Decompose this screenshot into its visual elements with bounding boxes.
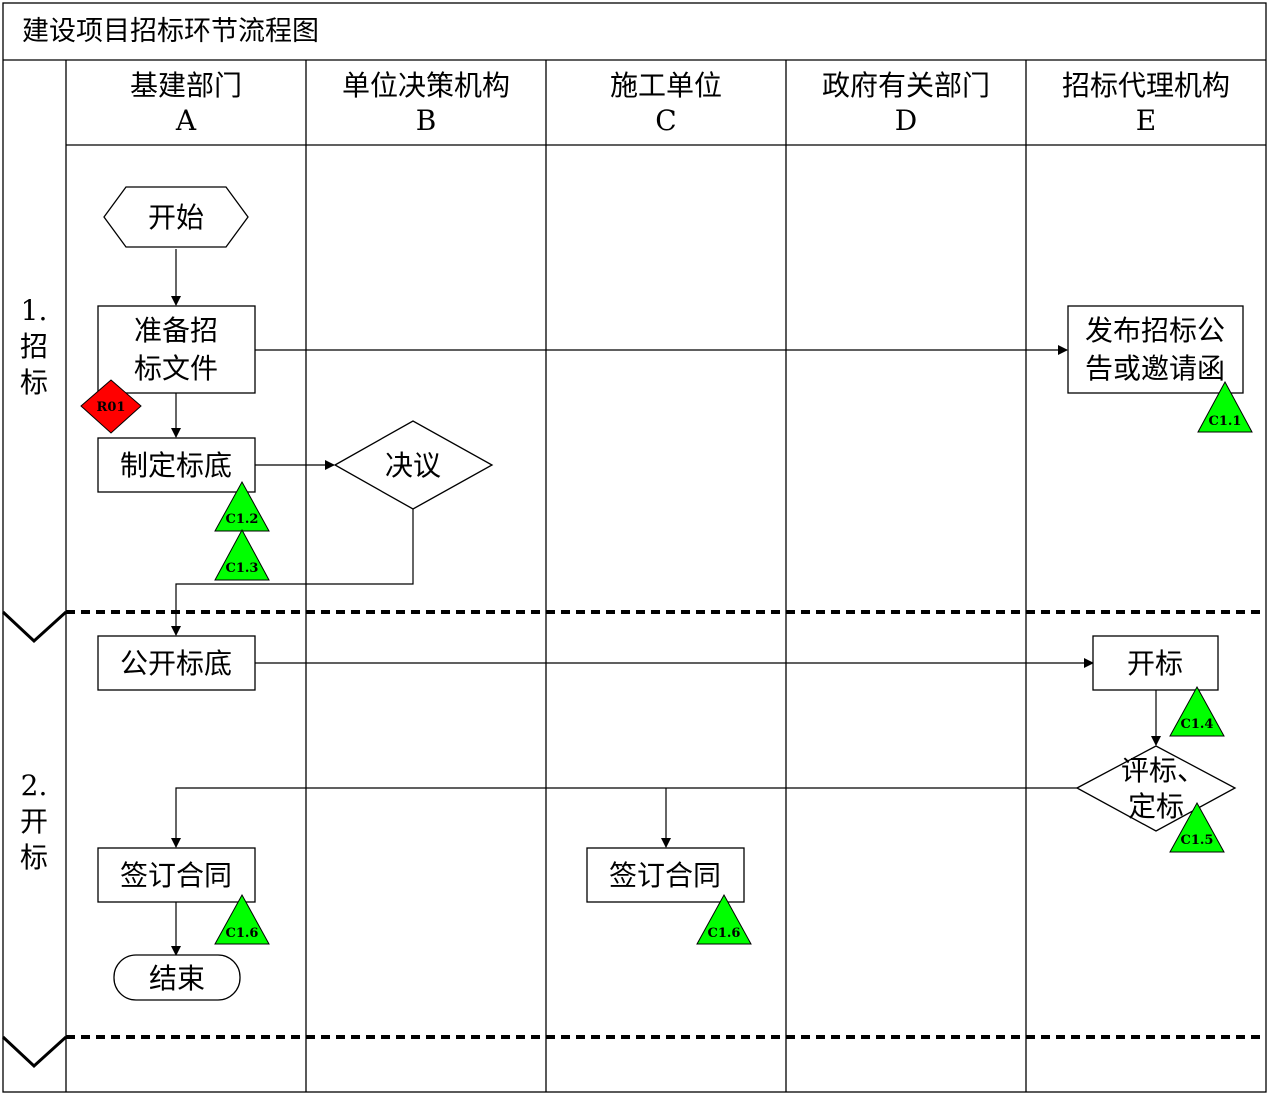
phase-name-char: 开 bbox=[20, 805, 48, 838]
control-label: C1.3 bbox=[226, 561, 259, 576]
node-label: 标文件 bbox=[134, 352, 218, 385]
phase-name-char: 招 bbox=[20, 330, 48, 363]
node-label: 开标 bbox=[1127, 647, 1183, 680]
sign-contract-a-node: 签订合同 bbox=[97, 847, 256, 903]
control-marker-c1-2: C1.2 bbox=[214, 480, 270, 532]
control-triangle-icon bbox=[1169, 801, 1225, 853]
control-label: C1.1 bbox=[1209, 414, 1242, 429]
node-label: 结束 bbox=[149, 962, 205, 995]
node-label: 告或邀请函 bbox=[1085, 352, 1225, 385]
department-header-a: 基建部门 A bbox=[130, 69, 242, 137]
control-triangle-icon bbox=[696, 893, 752, 945]
control-triangle-icon bbox=[214, 528, 270, 581]
sign-contract-c-node: 签订合同 bbox=[586, 847, 745, 903]
risk-marker-r01: R01 bbox=[80, 379, 142, 434]
node-label: 决议 bbox=[385, 449, 441, 482]
prepare-bidding-docs-node: 准备招 标文件 bbox=[97, 305, 256, 394]
department-name: 政府有关部门 bbox=[822, 69, 990, 102]
control-marker-c1-6-c: C1.6 bbox=[696, 893, 752, 945]
risk-diamond-icon bbox=[80, 379, 142, 434]
phase-number: 2. bbox=[21, 769, 48, 802]
phase-name-char: 标 bbox=[20, 841, 48, 874]
publish-notice-node: 发布招标公 告或邀请函 bbox=[1067, 305, 1244, 394]
control-marker-c1-6-a: C1.6 bbox=[214, 893, 270, 945]
node-label: 公开标底 bbox=[120, 647, 232, 680]
phase-number: 1. bbox=[21, 294, 48, 327]
control-marker-c1-5: C1.5 bbox=[1169, 801, 1225, 853]
department-name: 单位决策机构 bbox=[342, 69, 510, 102]
edge-evaluate-to-contract-a bbox=[171, 787, 1077, 848]
department-code: B bbox=[416, 104, 437, 137]
control-triangle-icon bbox=[1197, 380, 1253, 433]
node-label: 准备招 bbox=[134, 314, 218, 347]
control-label: C1.2 bbox=[226, 512, 259, 527]
start-node: 开始 bbox=[103, 186, 249, 248]
phase-label-opening: 2. 开 标 bbox=[20, 769, 48, 874]
department-code: D bbox=[895, 104, 917, 137]
decision-node: 决议 bbox=[333, 420, 494, 510]
bid-opening-node: 开标 bbox=[1092, 635, 1219, 691]
control-triangle-icon bbox=[214, 893, 270, 945]
node-label: 签订合同 bbox=[609, 859, 721, 892]
control-triangle-icon bbox=[1169, 685, 1225, 737]
control-label: C1.6 bbox=[708, 926, 741, 941]
control-marker-c1-4: C1.4 bbox=[1169, 685, 1225, 737]
risk-label: R01 bbox=[97, 400, 126, 415]
node-label: 开始 bbox=[148, 201, 204, 234]
department-name: 招标代理机构 bbox=[1062, 69, 1230, 102]
diagram-title: 建设项目招标环节流程图 bbox=[22, 16, 319, 47]
edge-decision-to-disclose bbox=[171, 509, 414, 636]
connectors bbox=[171, 249, 1161, 956]
department-header-b: 单位决策机构 B bbox=[342, 69, 510, 137]
disclose-base-price-node: 公开标底 bbox=[97, 635, 256, 691]
phase-label-bidding: 1. 招 标 bbox=[20, 294, 48, 399]
control-label: C1.4 bbox=[1181, 717, 1214, 732]
node-label: 评标、 bbox=[1121, 754, 1205, 787]
department-name: 施工单位 bbox=[610, 69, 722, 102]
set-base-price-node: 制定标底 bbox=[97, 437, 256, 493]
end-node: 结束 bbox=[113, 954, 241, 1001]
control-label: C1.6 bbox=[226, 926, 259, 941]
department-code: E bbox=[1136, 104, 1156, 137]
node-label: 定标 bbox=[1128, 790, 1184, 823]
department-code: A bbox=[175, 104, 197, 137]
department-header-c: 施工单位 C bbox=[610, 69, 722, 137]
department-header-d: 政府有关部门 D bbox=[822, 69, 990, 137]
node-label: 签订合同 bbox=[120, 859, 232, 892]
control-marker-c1-3: C1.3 bbox=[214, 528, 270, 581]
node-label: 发布招标公 bbox=[1085, 314, 1225, 347]
control-label: C1.5 bbox=[1181, 833, 1214, 848]
phase-name-char: 标 bbox=[20, 366, 48, 399]
department-name: 基建部门 bbox=[130, 69, 242, 102]
control-marker-c1-1: C1.1 bbox=[1197, 380, 1253, 433]
department-header-e: 招标代理机构 E bbox=[1062, 69, 1230, 137]
node-label: 制定标底 bbox=[120, 449, 232, 482]
department-code: C bbox=[655, 104, 676, 137]
evaluate-award-node: 评标、 定标 bbox=[1075, 745, 1237, 832]
